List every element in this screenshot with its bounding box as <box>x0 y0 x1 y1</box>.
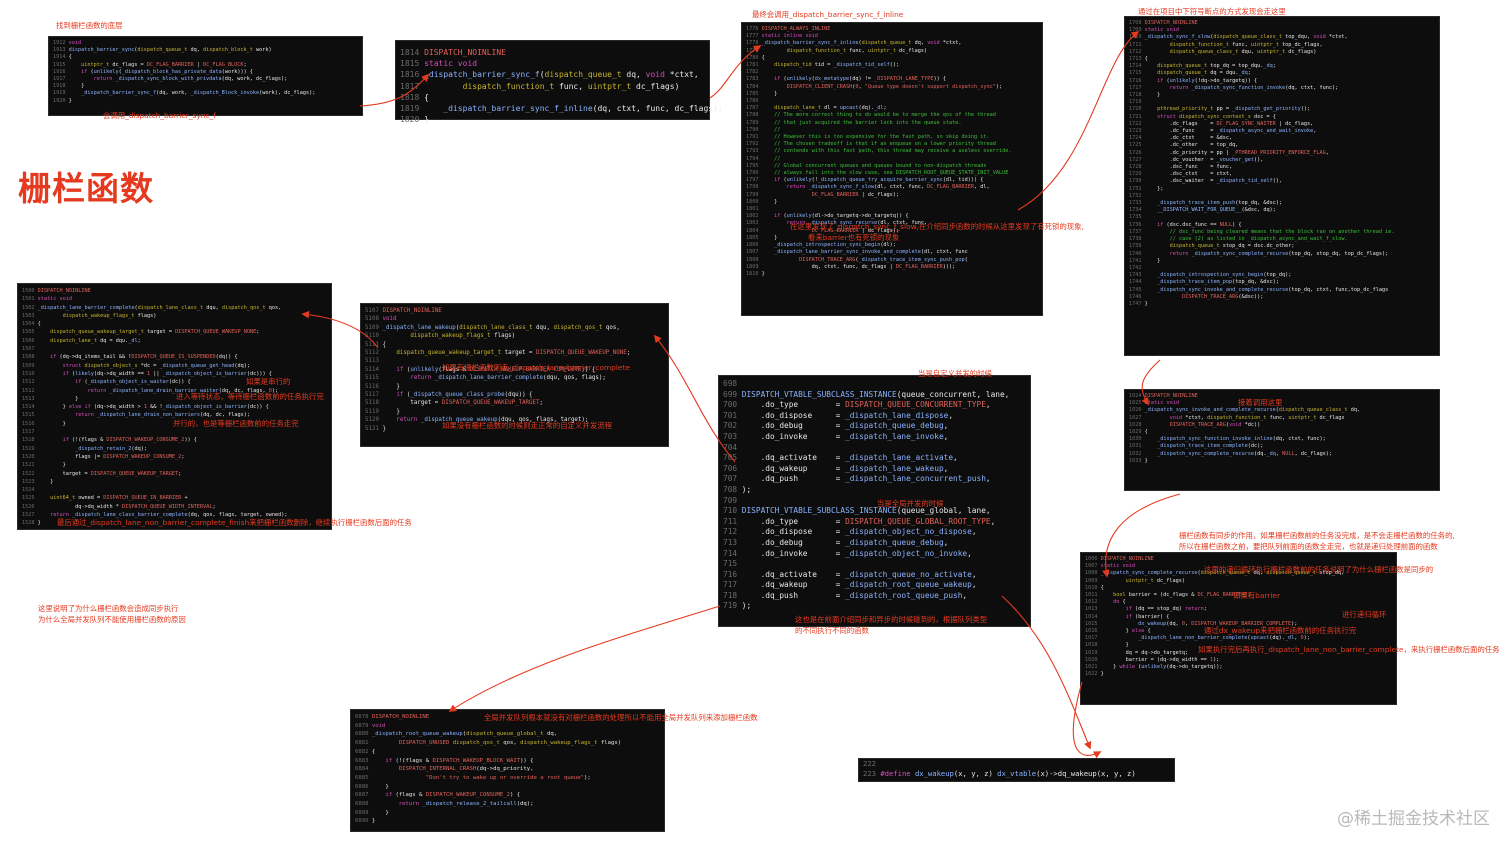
note-find-barrier-bottom: 找到栅栏函数的底层 <box>56 21 123 30</box>
note-non-barrier-complete: 如果执行完后再执行_dispatch_lane_non_barrier_comp… <box>1198 645 1500 654</box>
note-queue-type-1: 这也是在前面介绍同步和异步的时候碰到的，根据队列类型 <box>795 615 988 624</box>
code-panel-root-queue-wakeup: 6878 DISPATCH_NOINLINE 6879 void 6880 _d… <box>350 709 665 832</box>
page-title: 栅栏函数 <box>18 169 154 208</box>
note-finish-remove-barrier: 最后通过_dispatch_lane_non_barrier_complete_… <box>57 518 412 527</box>
code-block: 5107 DISPATCH_NOINLINE 5108 void 5109 _d… <box>365 308 631 432</box>
code-panel-barrier-sync-f: 1814 DISPATCH_NOINLINE 1815 static void … <box>395 40 723 124</box>
code-panel-sync-invoke-and-complete-recurse: 1024 DISPATCH_NOINLINE 1025 static void … <box>1124 389 1440 491</box>
note-explain-sync-1: 这里说明了为什么栅栏函数会造成同步执行 <box>38 604 179 613</box>
note-recursive-loop-sync: 这里的递归循环执行栅栏函数前的任务说明了为什么栅栏函数是同步的 <box>1204 565 1434 574</box>
note-custom-concurrent: 当是自定义并发的时候 <box>918 369 992 378</box>
note-no-barrier: 如果没有栅栏函数的时候则走正常的自定义并发流程 <box>442 421 612 430</box>
note-barrier-sync-effect-2: 所以在栅栏函数之前，要把队列前面的函数全走完，也就是递归处理前面的函数 <box>1179 542 1438 551</box>
code-panel-dispatch-barrier-sync: 1912 void 1913 dispatch_barrier_sync(dis… <box>48 36 363 116</box>
code-panel-sync-complete-recurse: 1006 DISPATCH_NOINLINE 1007 static void … <box>1080 552 1397 705</box>
note-has-barrier: 如果有栅栏函数则走_dispatch_lane_barrier_complete <box>442 363 630 372</box>
code-block: 1708 DISPATCH_NOINLINE 1709 static void … <box>1129 20 1395 307</box>
watermark: @稀土掘金技术社区 <box>1337 809 1490 829</box>
code-block: 1500 DISPATCH_NOINLINE 1501 static void … <box>22 288 288 527</box>
note-barrier-deadlock: 看来barrier也有死锁的现象 <box>808 233 900 242</box>
note-wait-state: 进入等待状态，等待栅栏函数前的任务执行完 <box>176 392 324 401</box>
note-calls-barrier-sync-f: 会调用_dispatch_barrier_sync_f <box>103 111 216 120</box>
note-queue-type-2: 的不同执行不同的函数 <box>795 626 869 635</box>
note-barrier-sync-effect-1: 栅栏函数有同步的作用，如果栅栏函数前的任务没完成，是不会走栅栏函数的任务的, <box>1179 531 1455 540</box>
note-if-barrier: 如果有barrier <box>1233 591 1280 600</box>
note-recursive-loop: 进行递归循环 <box>1342 610 1387 619</box>
note-global-no-barrier: 全局并发队列根本就没有对栅栏函数的处理所以不能用全局并发队列来添加栅栏函数 <box>484 713 758 722</box>
arrow-10 <box>448 605 721 712</box>
note-symbol-breakpoint: 通过在项目中下符号断点的方式发现会走这里 <box>1138 7 1286 16</box>
code-block: 222 223 #define dx_wakeup(x, y, z) dx_vt… <box>863 759 1136 778</box>
note-global-concurrent: 当是全局并发的时候 <box>877 499 944 508</box>
code-block: 698 699 DISPATCH_VTABLE_SUBCLASS_INSTANC… <box>723 379 1010 611</box>
note-next-call: 接着调用这里 <box>1238 398 1283 407</box>
note-parallel: 并行的，也是等栅栏函数前的任务走完 <box>173 419 299 428</box>
code-block: 1776 DISPATCH_ALWAYS_INLINE 1777 static … <box>746 26 1012 277</box>
note-serial: 如果是串行的 <box>246 377 291 386</box>
note-calls-barrier-sync-f-inline: 最终会调用_dispatch_barrier_sync_f_inline <box>752 10 904 19</box>
code-panel-lane-wakeup: 5107 DISPATCH_NOINLINE 5108 void 5109 _d… <box>360 303 669 447</box>
code-panel-lane-barrier-complete: 1500 DISPATCH_NOINLINE 1501 static void … <box>17 283 332 530</box>
code-panel-dx-wakeup-define: 222 223 #define dx_wakeup(x, y, z) dx_vt… <box>858 758 1175 782</box>
code-panel-vtable-instances: 698 699 DISPATCH_VTABLE_SUBCLASS_INSTANC… <box>718 375 1031 627</box>
note-explain-sync-2: 为什么全局并发队列不能使用栅栏函数的原因 <box>38 615 186 624</box>
code-panel-sync-f-slow: 1708 DISPATCH_NOINLINE 1709 static void … <box>1124 16 1440 356</box>
code-block: 1912 void 1913 dispatch_barrier_sync(dis… <box>53 40 316 104</box>
code-panel-barrier-sync-f-inline: 1776 DISPATCH_ALWAYS_INLINE 1777 static … <box>741 22 1043 316</box>
code-block: 1024 DISPATCH_NOINLINE 1025 static void … <box>1129 393 1361 464</box>
note-dx-wakeup-finish: 通过dx_wakeup来把栅栏函数前的任务执行完 <box>1204 626 1357 635</box>
code-block: 1814 DISPATCH_NOINLINE 1815 static void … <box>400 48 723 125</box>
code-block: 6878 DISPATCH_NOINLINE 6879 void 6880 _d… <box>355 714 622 825</box>
note-sync-f-slow-deadlock: 在这里发现了_dispatch_sync_f_slow,在介绍同步函数的时候从这… <box>790 222 1084 231</box>
